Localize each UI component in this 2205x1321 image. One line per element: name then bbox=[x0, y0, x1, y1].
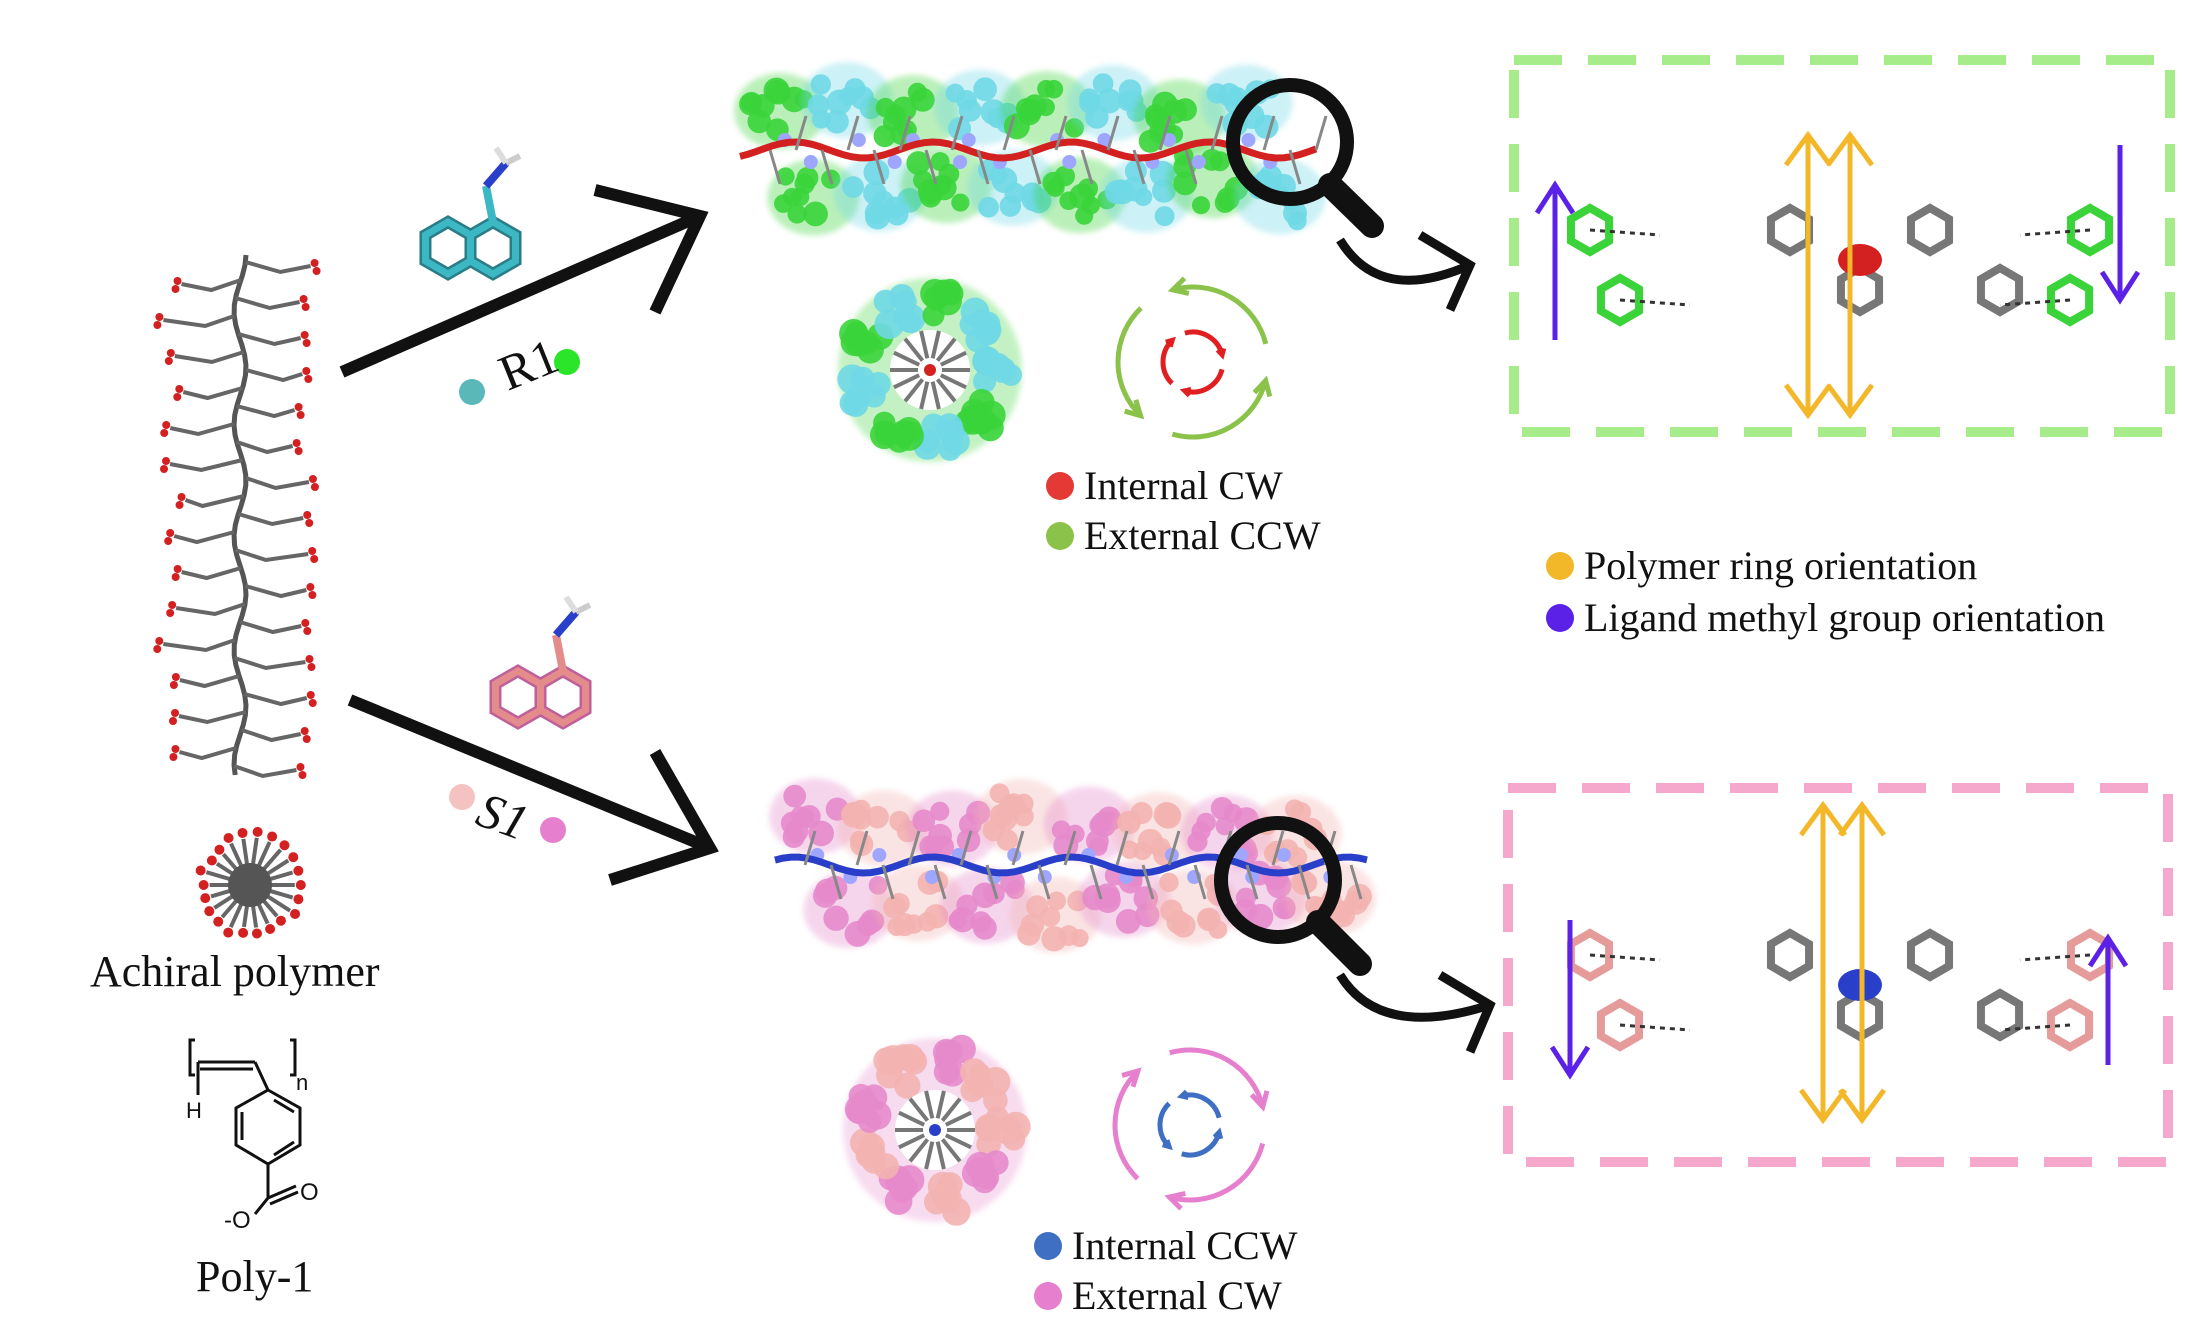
poly1-h-label: H bbox=[186, 1098, 202, 1123]
magnifier-icon bbox=[1214, 816, 1372, 976]
r1-zoom-box bbox=[1509, 55, 2175, 437]
orientation-legend-ligand: Ligand methyl group orientation bbox=[1546, 594, 2105, 641]
s1-ligand-molecule bbox=[489, 595, 592, 730]
poly1-o-label: O bbox=[300, 1179, 319, 1206]
poly1-structure bbox=[188, 1038, 302, 1215]
poly1-n-label: n bbox=[296, 1070, 308, 1095]
r1-helix-end-view bbox=[837, 278, 1022, 462]
r1-legend-external: External CCW bbox=[1046, 512, 1321, 559]
r1-green-dot bbox=[554, 349, 580, 375]
orientation-legend-ligand-text: Ligand methyl group orientation bbox=[1584, 595, 2105, 640]
orientation-legend-polymer: Polymer ring orientation bbox=[1546, 542, 1977, 589]
internal-ccw-dot bbox=[1034, 1231, 1062, 1260]
orientation-legend-polymer-text: Polymer ring orientation bbox=[1584, 543, 1978, 588]
achiral-polymer-label: Achiral polymer bbox=[90, 947, 380, 996]
s1-legend-internal: Internal CCW bbox=[1034, 1222, 1298, 1269]
poly1-label: Poly-1 bbox=[196, 1252, 314, 1301]
s1-zoom-box bbox=[1503, 783, 2173, 1167]
external-cw-dot bbox=[1034, 1281, 1062, 1310]
polymer-end-view bbox=[195, 826, 306, 939]
rotation-arrows-icon bbox=[1112, 1047, 1270, 1211]
top-route-arrow bbox=[339, 184, 709, 378]
r1-ligand-molecule bbox=[419, 146, 522, 281]
s1-legend-external: External CW bbox=[1034, 1272, 1282, 1319]
s1-helix-end-view bbox=[843, 1034, 1031, 1226]
s1-zoom-structure bbox=[1549, 800, 2129, 1125]
s1-legend-external-text: External CW bbox=[1072, 1273, 1282, 1318]
r1-legend-internal: Internal CW bbox=[1046, 462, 1283, 509]
bottom-route-arrow bbox=[347, 694, 719, 886]
s1-legend-internal-text: Internal CCW bbox=[1072, 1223, 1298, 1268]
curved-arrow-icon bbox=[1336, 231, 1476, 312]
r1-teal-dot bbox=[459, 379, 485, 405]
achiral-polymer-chain bbox=[153, 254, 321, 779]
internal-cw-dot bbox=[1046, 471, 1074, 500]
external-ccw-dot bbox=[1046, 521, 1074, 550]
s1-salmon-dot bbox=[449, 784, 475, 810]
rotation-arrows-icon bbox=[1115, 276, 1273, 440]
r1-zoom-structure bbox=[1534, 130, 2141, 420]
curved-arrow-icon bbox=[1336, 971, 1496, 1054]
r1-legend-internal-text: Internal CW bbox=[1084, 463, 1283, 508]
poly1-o-minus-label: -O bbox=[224, 1207, 251, 1234]
s1-pink-dot bbox=[540, 817, 566, 843]
s1-helix-complex bbox=[769, 778, 1376, 953]
polymer-ring-dot bbox=[1546, 551, 1574, 580]
r1-helix-complex bbox=[734, 62, 1328, 236]
r1-legend-external-text: External CCW bbox=[1084, 513, 1321, 558]
ligand-methyl-dot bbox=[1546, 603, 1574, 632]
magnifier-icon bbox=[1226, 78, 1384, 238]
